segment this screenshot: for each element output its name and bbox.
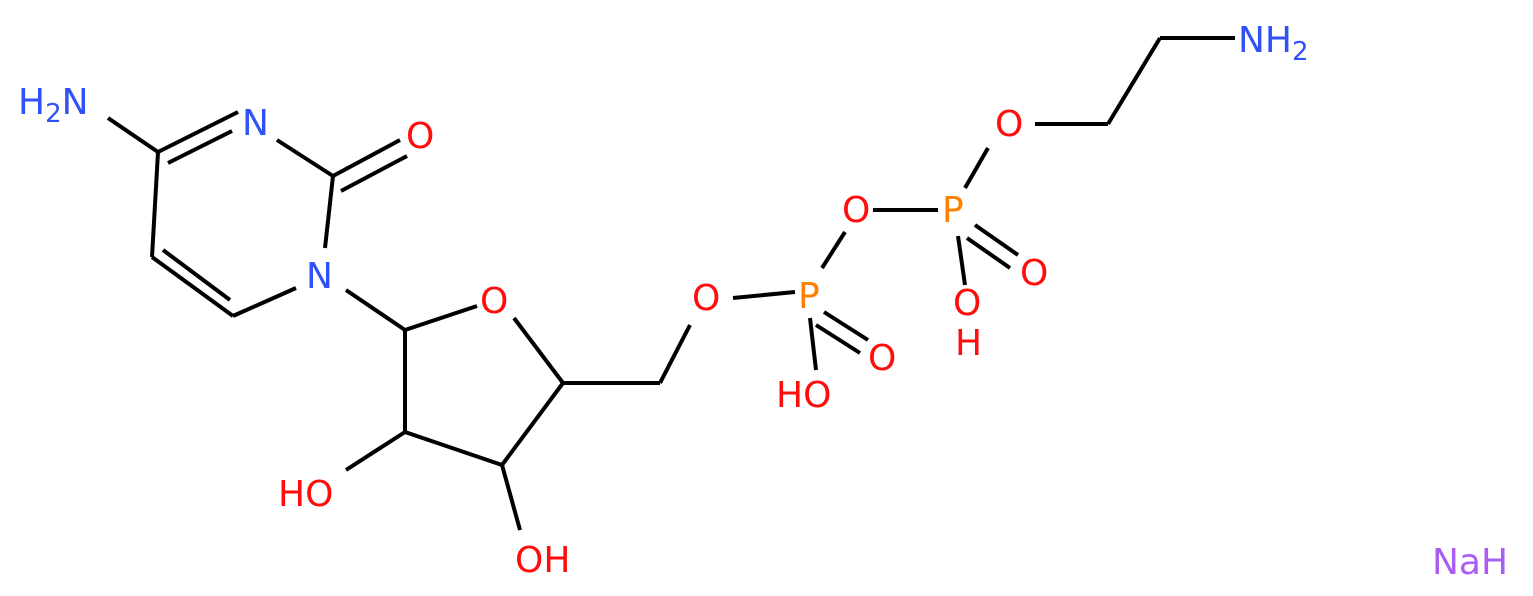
bond-o5p-p1	[732, 290, 796, 300]
carbonyl-oxygen-label: O	[406, 116, 434, 157]
ester-oxygen-label: O	[995, 104, 1023, 145]
bond-p1-oxo-second	[814, 323, 862, 355]
bond-c5-c4	[150, 151, 160, 258]
bond-p1-oh	[808, 317, 818, 371]
bond-c2-o-second	[340, 154, 408, 193]
hydroxyl-2-label: OH	[515, 540, 570, 581]
bond-p2-oxo-second	[965, 236, 1012, 270]
p2-hydroxyl-oxygen-label: O	[953, 283, 981, 324]
p1-hydroxyl-label: HO	[776, 375, 831, 416]
phosphorus-1-label: P	[798, 276, 820, 317]
bond-p2-oxo	[973, 223, 1020, 257]
bond-p2-oh	[956, 235, 967, 286]
bond-n1-c1p	[344, 288, 407, 332]
bond-p1-oxo	[822, 310, 870, 342]
phosphorus-2-label: P	[942, 190, 964, 231]
bond-nh2-c4	[106, 116, 160, 154]
bonds	[106, 36, 1235, 531]
n1-label: N	[306, 256, 333, 297]
counterion-label: NaH	[1432, 542, 1508, 583]
bond-o4p-c4p	[512, 316, 565, 385]
amine-right-label: NH2	[1238, 20, 1309, 67]
bond-n1-c6	[232, 286, 297, 318]
bond-c3p-c4p	[500, 381, 565, 467]
bond-n3-c2	[275, 138, 335, 178]
bond-c2p-c3p	[404, 430, 503, 467]
n3-label: N	[242, 103, 269, 144]
o5-label: O	[692, 278, 720, 319]
bond-ch2-ch2	[1106, 36, 1162, 126]
bond-c4-n3	[157, 110, 239, 154]
p2-hydroxyl-hydrogen-label: H	[955, 323, 982, 364]
bond-p2-oester	[963, 147, 990, 189]
bond-p1-obridge	[820, 230, 847, 270]
p1-oxo-label: O	[868, 338, 896, 379]
bond-c6-c5	[150, 255, 235, 318]
hydroxyl-3-label: HO	[278, 474, 333, 515]
bond-c3p-oh	[500, 464, 522, 531]
bond-c4-n3-second	[167, 129, 233, 165]
ring-oxygen-label: O	[480, 281, 508, 322]
bond-c1p-o4p	[404, 304, 478, 332]
atom-labels: H2N N O N O HO OH O P O HO O P O O H O N…	[18, 20, 1508, 583]
bond-c2p-oh	[344, 430, 407, 472]
bridge-oxygen-label: O	[842, 190, 870, 231]
p2-oxo-label: O	[1020, 253, 1048, 294]
amine-left-label: H2N	[18, 82, 89, 129]
bond-c5p-o5p	[658, 324, 692, 384]
bond-c6-c5-second	[161, 248, 232, 302]
bond-c2-o	[332, 138, 401, 178]
bond-c2-n1	[323, 175, 335, 249]
